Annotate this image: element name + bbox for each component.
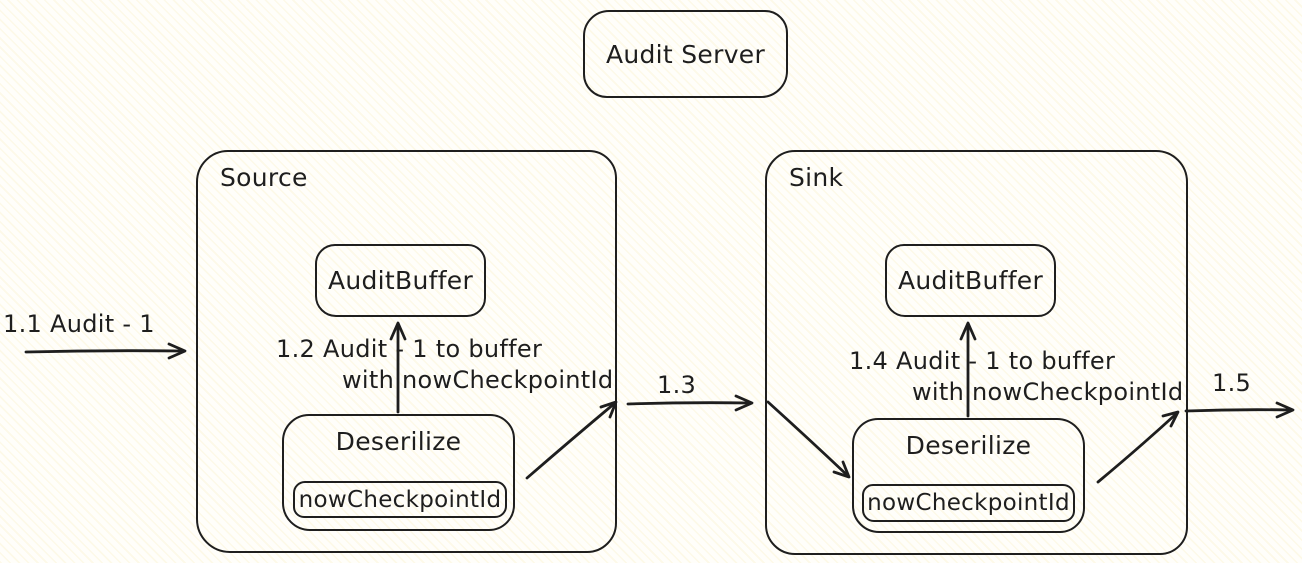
source-now-checkpoint-node: nowCheckpointId	[293, 481, 507, 518]
edge-1-4-label-line2: with nowCheckpointId	[912, 378, 1184, 406]
arrow-1-1-audit-in-head	[167, 342, 187, 360]
arrow-1-5-out	[1184, 408, 1294, 413]
edge-1-1-label: 1.1 Audit - 1	[3, 310, 155, 338]
source-label: Source	[220, 163, 308, 192]
sink-deserilize-label: Deserilize	[905, 431, 1032, 460]
arrow-1-1-audit-in	[24, 349, 186, 354]
source-node: Source	[196, 150, 617, 553]
sink-node: Sink	[765, 150, 1188, 555]
sink-audit-buffer-node: AuditBuffer	[885, 244, 1056, 317]
audit-server-label: Audit Server	[605, 39, 766, 69]
sink-label: Sink	[789, 163, 844, 192]
arrow-1-3-source-to-sink	[626, 401, 753, 406]
source-audit-buffer-label: AuditBuffer	[327, 266, 474, 295]
sink-now-checkpoint-label: nowCheckpointId	[867, 490, 1070, 516]
sink-deserilize-node: Deserilize	[852, 418, 1085, 533]
edge-1-5-label: 1.5	[1212, 369, 1252, 397]
sink-now-checkpoint-node: nowCheckpointId	[862, 484, 1075, 522]
edge-1-4-label-line1: 1.4 Audit - 1 to buffer	[849, 347, 1116, 375]
audit-server-node: Audit Server	[583, 10, 788, 98]
edge-1-2-label-line2: with nowCheckpointId	[342, 366, 614, 394]
source-deserilize-label: Deserilize	[335, 427, 462, 456]
arrow-1-3-source-to-sink-head	[734, 394, 754, 412]
arrow-1-5-out-head	[1275, 401, 1295, 419]
source-deserilize-node: Deserilize	[282, 414, 515, 531]
edge-1-3-label: 1.3	[657, 371, 697, 399]
source-audit-buffer-node: AuditBuffer	[315, 244, 486, 317]
sink-audit-buffer-label: AuditBuffer	[897, 266, 1044, 295]
source-now-checkpoint-label: nowCheckpointId	[298, 486, 502, 513]
edge-1-2-label-line1: 1.2 Audit - 1 to buffer	[276, 335, 543, 363]
